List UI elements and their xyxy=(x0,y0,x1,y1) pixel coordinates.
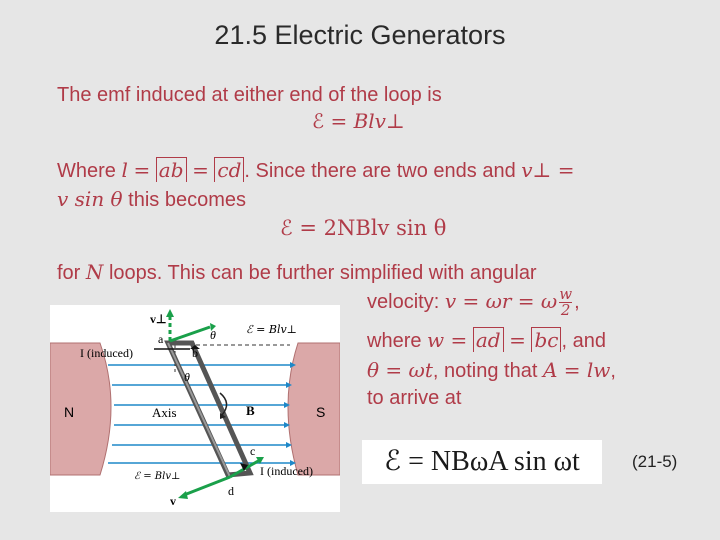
label-v-perp: v⊥ xyxy=(150,312,166,326)
field-lines xyxy=(108,364,290,464)
label-south: S xyxy=(316,404,325,420)
magnet-south xyxy=(287,342,341,476)
paragraph-where-w: where w = ad = bc, and xyxy=(367,327,606,352)
label-current-right: I (induced) xyxy=(260,464,313,478)
slide-title: 21.5 Electric Generators xyxy=(214,20,506,50)
label-theta-1: θ xyxy=(184,370,190,384)
label-emf-top: ℰ = Blv⊥ xyxy=(246,323,297,336)
equation-number: (21-5) xyxy=(632,452,678,471)
label-north: N xyxy=(64,404,74,420)
label-axis: Axis xyxy=(152,405,177,420)
paragraph-emf-intro: The emf induced at either end of the loo… xyxy=(57,84,442,106)
label-d: d xyxy=(228,484,234,498)
label-b: b xyxy=(192,346,198,360)
paragraph-theta-omega-t: θ = ωt, noting that A = lw, xyxy=(367,358,616,382)
label-theta-2: θ xyxy=(210,328,216,342)
paragraph-n-loops: for N loops. This can be further simplif… xyxy=(57,260,537,284)
generator-emf-equation: ℰ = NBωA sin ωt xyxy=(362,440,602,484)
label-v-bottom: v xyxy=(170,494,176,508)
paragraph-to-arrive: to arrive at xyxy=(367,387,462,409)
label-field-b: B xyxy=(246,403,255,418)
paragraph-sin-theta: v sin θ this becomes xyxy=(57,187,247,211)
label-current-left: I (induced) xyxy=(80,346,133,360)
label-emf-bottom: ℰ = Blv⊥ xyxy=(134,471,180,482)
generator-diagram: v⊥ ℰ = Blv⊥ I (induced) a b c d θ θ N S … xyxy=(49,309,341,508)
magnet-north xyxy=(49,342,112,476)
equation-emf-2nblv: ℰ = 2NBlv sin θ xyxy=(280,216,447,240)
generator-figure: v⊥ ℰ = Blv⊥ I (induced) a b c d θ θ N S … xyxy=(49,305,341,512)
equation-emf-blv: ℰ = Blv⊥ xyxy=(312,109,405,133)
label-a: a xyxy=(158,332,164,346)
coil-loop xyxy=(164,340,254,478)
paragraph-where-l: Where l = ab = cd. Since there are two e… xyxy=(57,157,575,182)
label-c: c xyxy=(250,444,255,458)
